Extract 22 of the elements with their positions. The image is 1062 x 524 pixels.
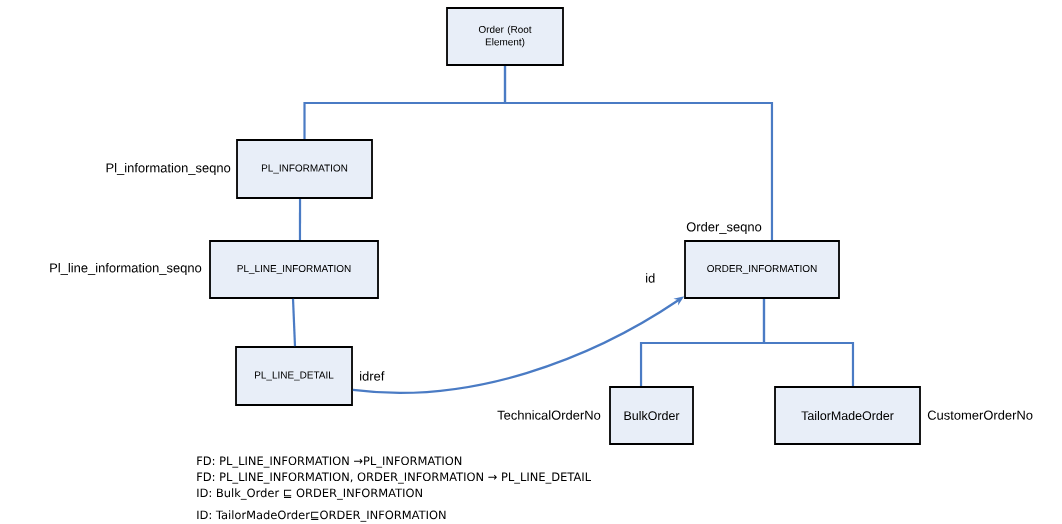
dependency-note: FD: PL_LINE_INFORMATION →PL_INFORMATION <box>197 456 462 468</box>
connector <box>298 198 302 241</box>
entity-box: ORDER_INFORMATION <box>684 240 840 299</box>
connector <box>291 298 297 347</box>
attribute-label: Pl_line_information_seqno <box>50 262 202 276</box>
attribute-label: idref <box>360 371 385 381</box>
entity-box: Order (Root Element) <box>446 7 564 66</box>
entity-box: TailorMadeOrder <box>774 386 921 445</box>
attribute-label: id <box>646 273 655 283</box>
dependency-note: ID: Bulk_Order ⊑ ORDER_INFORMATION <box>197 488 422 500</box>
dependency-note: ID: TailorMadeOrder⊑ORDER_INFORMATION <box>197 510 446 522</box>
attribute-label: CustomerOrderNo <box>927 410 1033 420</box>
attribute-label: Order_seqno <box>686 221 762 235</box>
connector <box>762 298 855 387</box>
connector <box>503 65 774 241</box>
attribute-label: Pl_information_seqno <box>106 162 231 176</box>
attribute-label: TechnicalOrderNo <box>497 410 601 420</box>
entity-box: PL_INFORMATION <box>236 139 373 199</box>
entity-box: BulkOrder <box>609 386 694 445</box>
entity-box: PL_LINE_DETAIL <box>235 346 353 406</box>
entity-box: PL_LINE_INFORMATION <box>209 240 379 299</box>
dependency-note: FD: PL_LINE_INFORMATION, ORDER_INFORMATION → PL_LINE_DETAIL <box>197 472 591 484</box>
